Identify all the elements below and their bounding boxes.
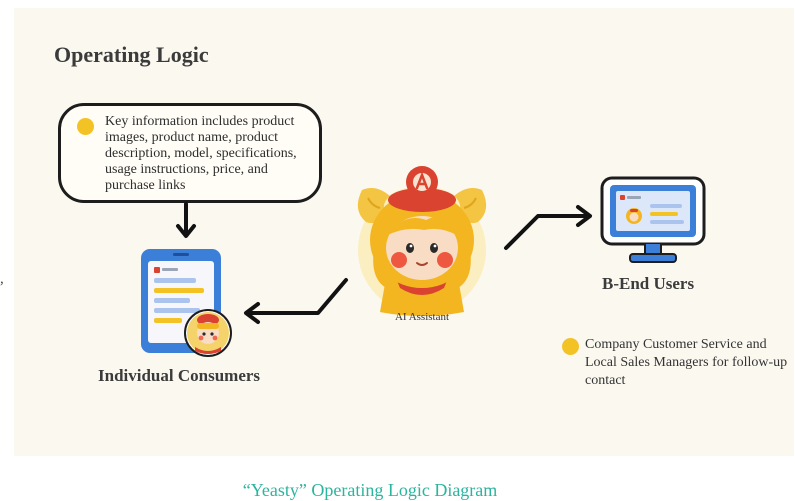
bullet-dot <box>77 118 94 135</box>
individual-consumers-label: Individual Consumers <box>98 366 261 385</box>
mascot-icon <box>357 166 487 316</box>
monitor-icon <box>600 176 706 263</box>
arrow-assistant-to-b-end <box>504 205 592 250</box>
tablet-icon <box>141 249 232 357</box>
arrow-callout-to-consumers <box>176 202 196 238</box>
edge-text-fragment: , <box>0 271 4 287</box>
bullet-dot <box>562 338 579 355</box>
arrow-assistant-to-consumers <box>244 278 348 324</box>
b-end-users-label: B-End Users <box>602 274 695 293</box>
figure-caption: “Yeasty” Operating Logic Diagram <box>242 480 498 500</box>
key-info-callout: Key information includes product images,… <box>58 103 322 203</box>
follow-up-note-text: Company Customer Service and Local Sales… <box>585 337 788 388</box>
ai-assistant-label: AI Assistant <box>394 311 450 323</box>
diagram-title: Operating Logic <box>54 42 209 67</box>
key-info-text: Key information includes product images,… <box>105 114 297 193</box>
